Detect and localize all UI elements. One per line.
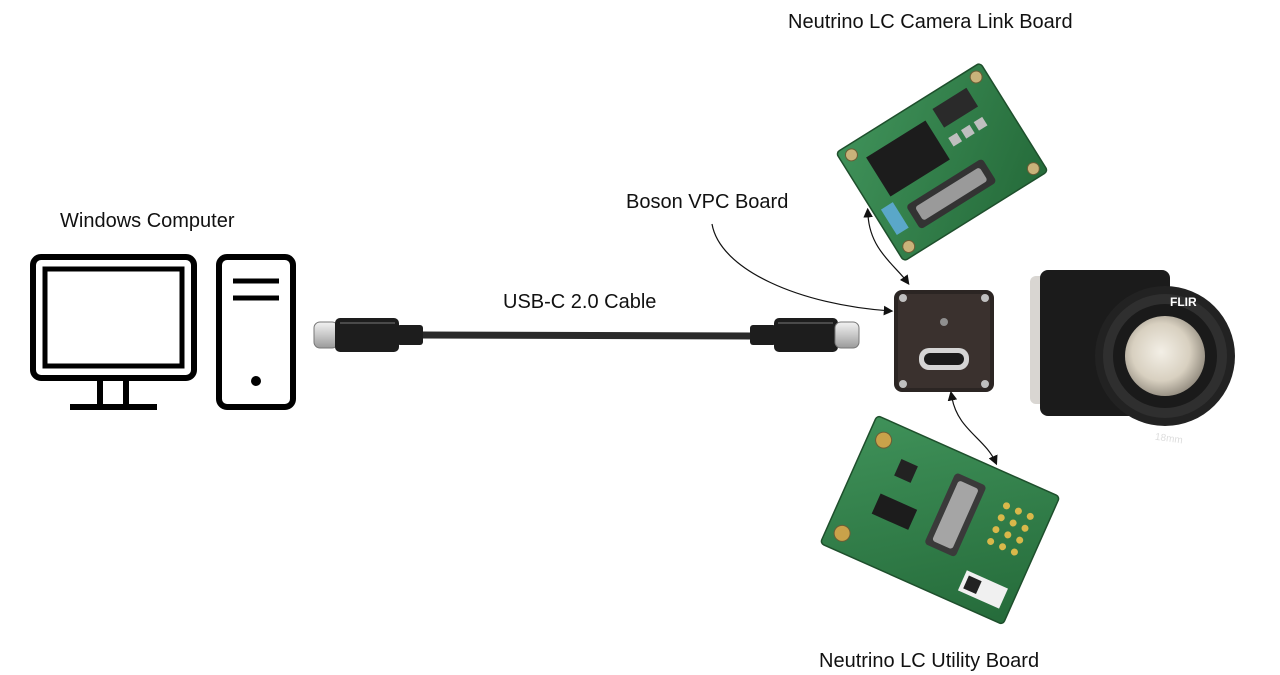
vpc-board-image — [894, 290, 994, 392]
camera-image: FLIR 18mm — [1030, 270, 1235, 446]
camera-brand-text: FLIR — [1170, 295, 1197, 309]
camera-link-board-label: Neutrino LC Camera Link Board — [788, 11, 1073, 33]
windows-computer-label: Windows Computer — [60, 210, 235, 232]
computer-tower-icon — [216, 254, 296, 410]
vpc-board-label: Boson VPC Board — [626, 191, 789, 213]
utility-connection-arrow — [947, 390, 998, 466]
usb-c-cable — [313, 318, 860, 352]
camera-link-connection-arrow — [863, 207, 910, 285]
utility-board-image — [820, 415, 1060, 625]
camera-lens-text: 18mm — [1154, 432, 1183, 447]
utility-board-label: Neutrino LC Utility Board — [819, 650, 1040, 672]
vpc-label-pointer — [711, 223, 894, 316]
camera-link-board-image — [836, 63, 1048, 261]
monitor-icon — [30, 254, 197, 410]
usb-cable-label: USB-C 2.0 Cable — [503, 291, 657, 313]
